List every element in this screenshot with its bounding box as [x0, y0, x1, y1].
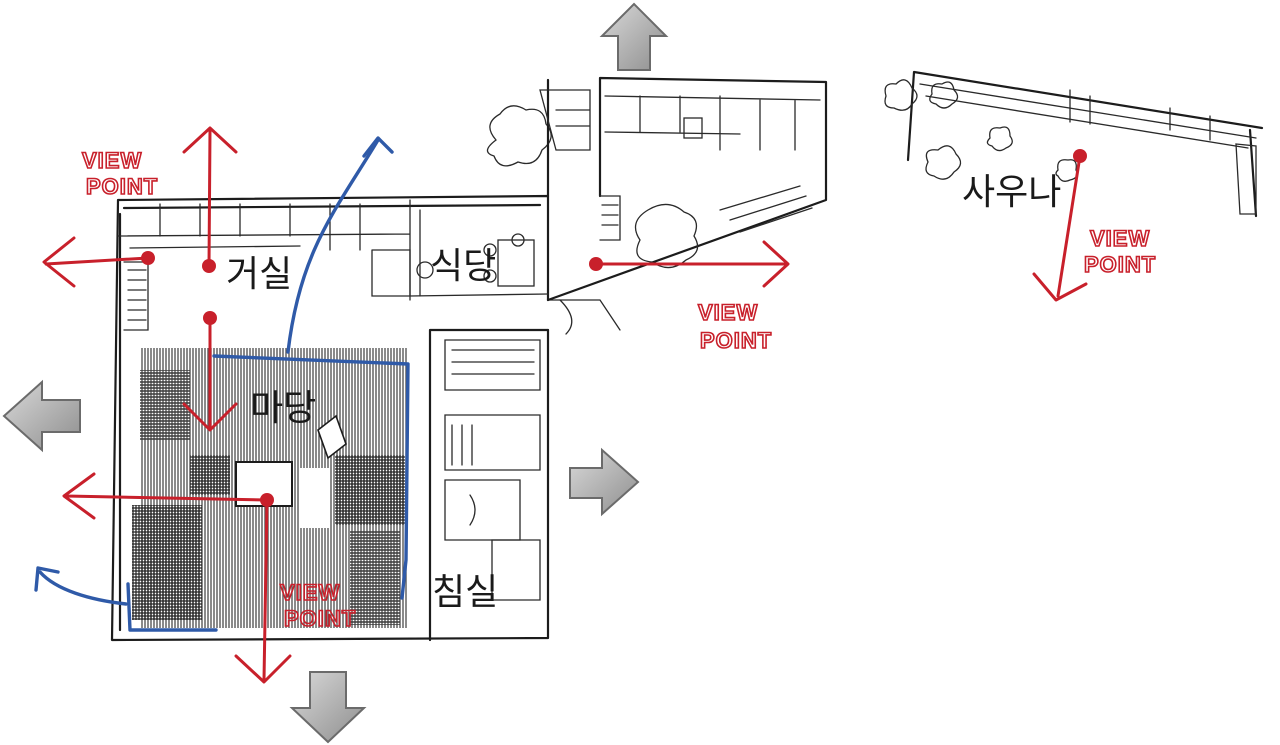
- view-point-label-dining: VIEW POINT: [697, 299, 772, 354]
- dining-table: [416, 233, 535, 287]
- view-point-label-top-left: VIEW POINT: [81, 147, 158, 200]
- tree-icon: [486, 105, 552, 167]
- room-label-bedroom: 침실: [432, 572, 498, 613]
- circulation-path: [34, 136, 410, 632]
- view-point-label-line2: POINT: [86, 174, 158, 199]
- view-point-label-courtyard: VIEW POINT: [279, 579, 356, 632]
- sauna-shrubs: [884, 79, 1078, 182]
- view-point-label-line1: VIEW: [82, 148, 142, 173]
- north-arrow-icon: [599, 2, 669, 71]
- room-label-dining: 식당: [430, 246, 496, 287]
- room-label-living: 거실: [226, 254, 292, 295]
- view-point-label-line2: POINT: [284, 606, 356, 631]
- house-walls: [110, 194, 621, 642]
- courtyard-paving: [132, 348, 408, 628]
- room-label-sauna: 사우나: [962, 172, 1061, 213]
- north-wing-walls: [539, 76, 828, 302]
- view-point-label-sauna: VIEW POINT: [1083, 225, 1156, 278]
- view-point-label-line2: POINT: [700, 328, 772, 353]
- view-point-label-line1: VIEW: [280, 580, 340, 605]
- south-arrow-icon: [289, 671, 367, 744]
- view-point-label-line1: VIEW: [698, 300, 758, 325]
- west-arrow-icon: [2, 379, 81, 453]
- view-point-label-line1: VIEW: [1090, 226, 1150, 251]
- view-point-markers: [42, 126, 1088, 684]
- room-label-courtyard: 마당: [250, 388, 316, 429]
- sauna-walls: [906, 70, 1264, 218]
- view-point-label-line2: POINT: [1084, 252, 1156, 277]
- east-arrow-icon: [569, 447, 640, 517]
